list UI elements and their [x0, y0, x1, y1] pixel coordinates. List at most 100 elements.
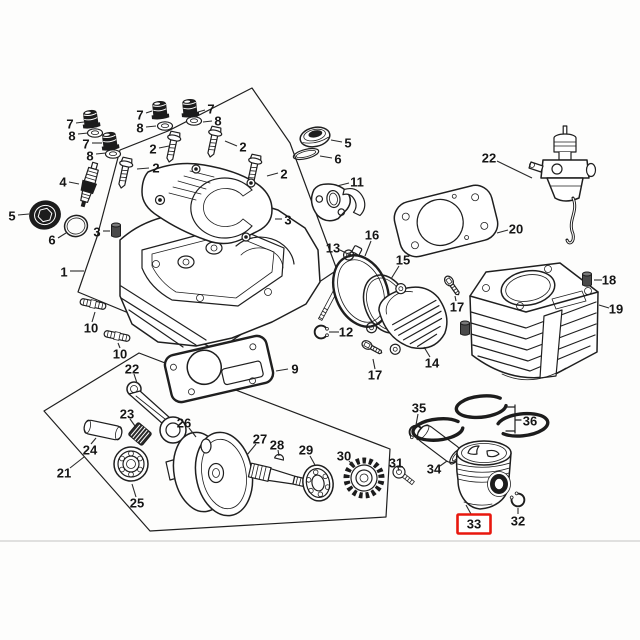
part-label-34[interactable]: 34	[427, 460, 448, 477]
part-label-3b[interactable]: 3	[275, 213, 292, 228]
leader-line	[336, 182, 350, 187]
stud-icon	[78, 296, 108, 312]
part-number: 9	[291, 362, 298, 377]
part-number: 6	[48, 233, 55, 248]
part-number: 6	[334, 152, 341, 167]
part-label-6a[interactable]: 6	[48, 232, 67, 248]
part-number: 3	[93, 225, 100, 240]
leader-line	[330, 139, 343, 143]
part-number: 5	[344, 136, 351, 151]
part-label-26[interactable]: 26	[177, 416, 197, 438]
part-number: 26	[177, 416, 191, 431]
part-label-2d[interactable]: 2	[266, 167, 288, 182]
part-label-2a[interactable]: 2	[149, 142, 170, 157]
part-number: 22	[482, 151, 496, 166]
part-number: 27	[253, 432, 267, 447]
dowel-pin-icon	[111, 222, 121, 238]
part-label-7a[interactable]: 7	[66, 117, 85, 132]
part-label-8b[interactable]: 8	[86, 149, 107, 164]
part-label-28[interactable]: 28	[270, 438, 284, 457]
part-label-8c[interactable]: 8	[136, 121, 157, 136]
part-label-15[interactable]: 15	[390, 253, 410, 280]
part-label-9[interactable]: 9	[275, 362, 299, 377]
part-number: 31	[389, 456, 403, 471]
cap-gasket-drawing	[292, 147, 320, 161]
part-number: 11	[350, 175, 364, 190]
cylinder-drawing	[469, 262, 599, 381]
leader-line	[57, 232, 67, 239]
part-label-11[interactable]: 11	[336, 175, 364, 190]
part-number: 8	[86, 149, 93, 164]
part-number: 36	[523, 414, 537, 429]
part-label-32[interactable]: 32	[511, 508, 525, 529]
part-label-12[interactable]: 12	[329, 325, 353, 340]
cylinder-head-drawing	[119, 201, 321, 348]
part-label-33[interactable]: 33	[456, 504, 492, 535]
leader-line	[415, 413, 419, 426]
o-ring-drawing	[63, 214, 89, 238]
part-label-10b[interactable]: 10	[113, 342, 127, 362]
leader-line	[69, 456, 85, 469]
part-label-13[interactable]: 13	[326, 241, 351, 256]
leader-line	[129, 418, 136, 427]
leader-line	[439, 460, 448, 467]
part-label-7b[interactable]: 7	[82, 137, 102, 152]
part-label-21[interactable]: 21	[57, 456, 85, 481]
part-label-4[interactable]: 4	[59, 175, 80, 190]
part-label-8d[interactable]: 8	[202, 114, 222, 129]
part-label-18[interactable]: 18	[594, 273, 616, 288]
flange-bolt-icon	[359, 338, 385, 357]
cylinder-head-gasket-drawing	[393, 184, 499, 258]
part-label-36[interactable]: 36	[523, 414, 537, 429]
part-label-2b[interactable]: 2	[224, 140, 247, 155]
leader-line	[309, 455, 316, 466]
part-label-22b[interactable]: 22	[125, 362, 139, 384]
finned-cover-drawing	[378, 283, 448, 355]
part-label-10a[interactable]: 10	[84, 311, 98, 336]
part-label-7c[interactable]: 7	[136, 108, 153, 123]
part-label-7d[interactable]: 7	[197, 102, 215, 117]
part-label-35[interactable]: 35	[412, 401, 426, 426]
part-label-22a[interactable]: 22	[482, 151, 533, 179]
part-label-5a[interactable]: 5	[8, 209, 30, 224]
leader-line	[364, 240, 372, 257]
part-number: 15	[396, 253, 410, 268]
part-label-27[interactable]: 27	[246, 432, 267, 456]
leader-line	[372, 358, 376, 370]
leader-line	[454, 295, 457, 302]
flange-bolt-icon	[114, 156, 135, 190]
leader-line	[77, 132, 89, 135]
part-number: 23	[120, 407, 134, 422]
part-number: 7	[136, 108, 143, 123]
part-label-20[interactable]: 20	[496, 222, 523, 237]
part-number: 2	[149, 142, 156, 157]
part-label-2c[interactable]: 2	[136, 161, 160, 176]
part-label-29[interactable]: 29	[299, 443, 316, 466]
part-label-30[interactable]: 30	[337, 449, 356, 468]
part-label-17a[interactable]: 17	[450, 295, 464, 315]
part-label-31[interactable]: 31	[389, 456, 403, 472]
part-label-23[interactable]: 23	[120, 407, 136, 427]
part-label-1[interactable]: 1	[60, 265, 84, 280]
part-label-5b[interactable]: 5	[330, 136, 352, 151]
part-label-17b[interactable]: 17	[368, 358, 382, 383]
leader-line	[75, 121, 85, 124]
part-label-16[interactable]: 16	[364, 228, 379, 257]
part-label-24[interactable]: 24	[83, 437, 98, 458]
part-label-3a[interactable]: 3	[93, 225, 110, 240]
part-number: 18	[602, 273, 616, 288]
tappet-cover-icon	[150, 100, 170, 121]
part-label-8a[interactable]: 8	[68, 129, 89, 144]
part-label-6b[interactable]: 6	[319, 152, 342, 167]
crankshaft-assembly-boundary	[43, 352, 391, 532]
part-label-19[interactable]: 19	[598, 302, 623, 317]
leader-line	[319, 155, 333, 159]
valve-cover-drawing	[141, 162, 273, 245]
part-label-25[interactable]: 25	[130, 483, 144, 511]
leader-line	[145, 125, 157, 128]
part-label-14[interactable]: 14	[423, 346, 440, 371]
part-number: 33	[467, 517, 481, 532]
part-number: 28	[270, 438, 284, 453]
